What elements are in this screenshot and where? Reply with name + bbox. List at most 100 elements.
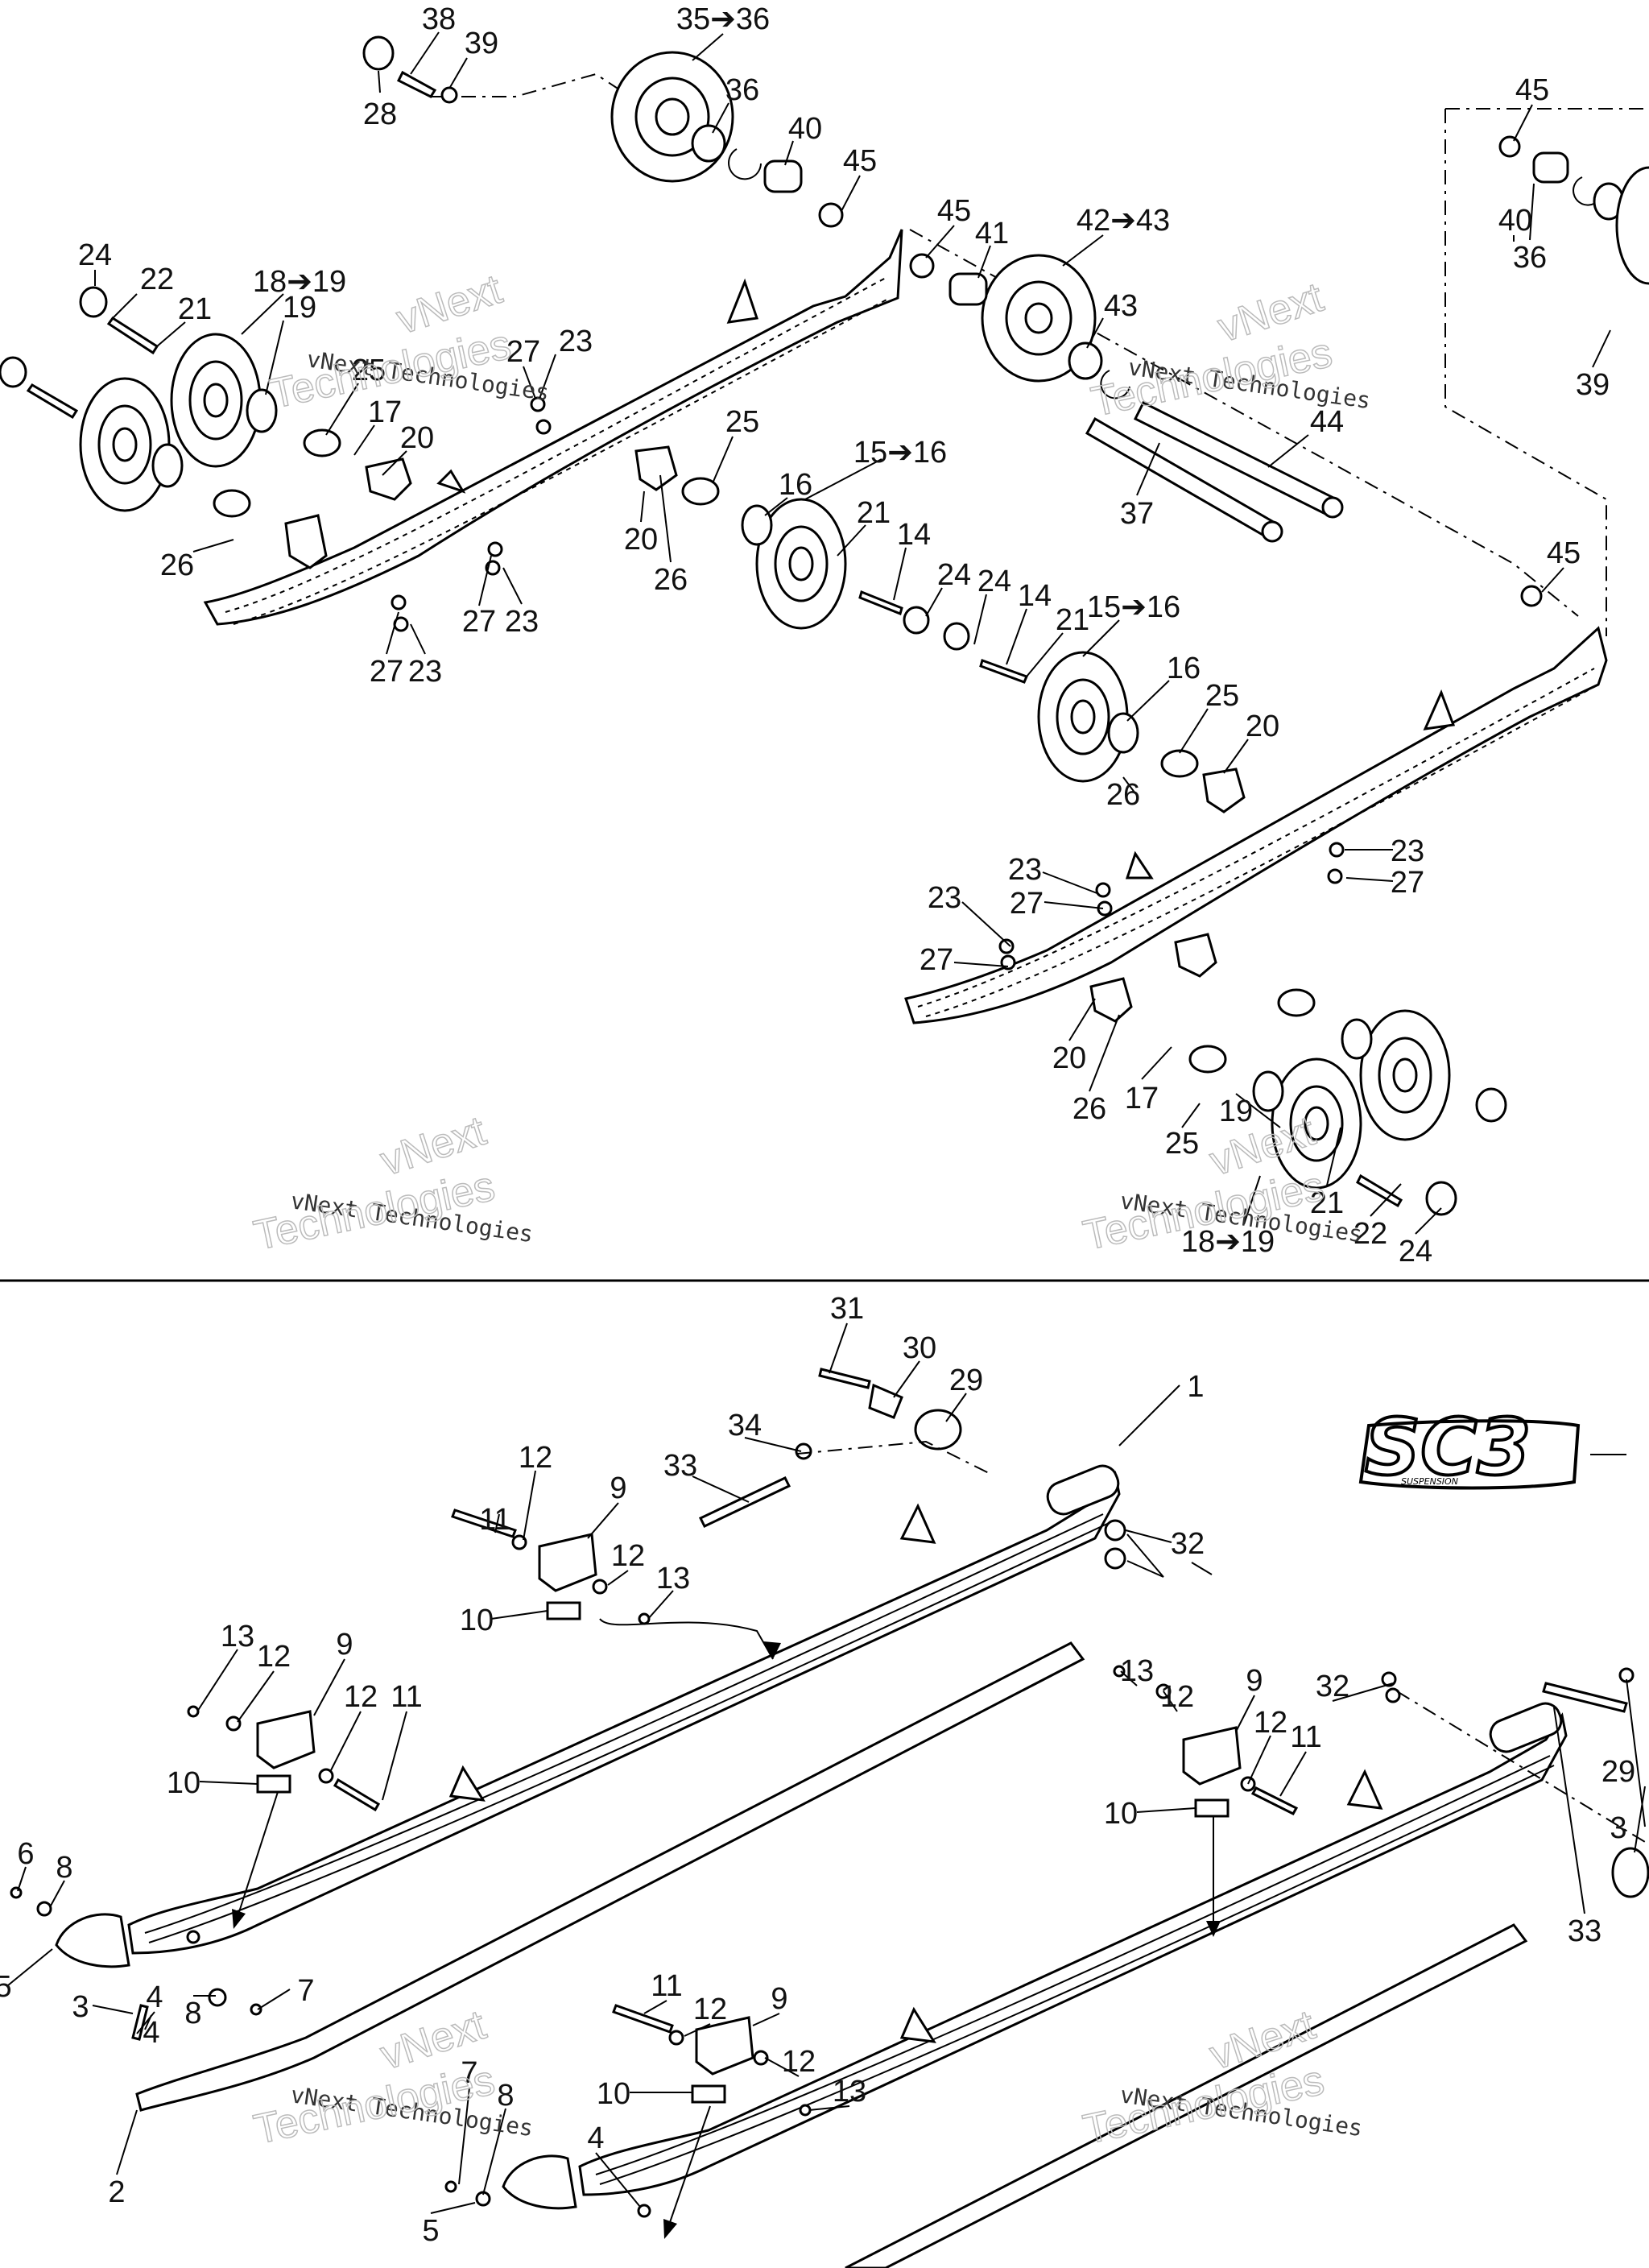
- leader-line: [1235, 1695, 1255, 1732]
- callout-label: 36: [1513, 241, 1547, 275]
- callout-label: 24: [937, 558, 971, 592]
- nut-34: [795, 1442, 812, 1460]
- leader-line: [523, 1470, 536, 1541]
- leader-line: [1592, 329, 1611, 368]
- leader-line: [837, 524, 866, 557]
- callout-label: 24: [78, 238, 112, 272]
- callout-label: 40: [1498, 204, 1532, 238]
- callout-label: 6: [17, 1837, 34, 1871]
- callout-label: 4: [143, 2016, 159, 2050]
- leader-line: [1235, 1093, 1281, 1128]
- leader-line: [494, 1513, 500, 1533]
- callout-label: 12: [1160, 1680, 1194, 1714]
- callout-label: 45: [843, 144, 877, 178]
- callout-label: 3: [72, 1990, 89, 2024]
- bolt-33b: [1542, 1682, 1628, 1713]
- leader-line: [1541, 567, 1564, 593]
- leader-line: [1044, 901, 1104, 909]
- leader-line: [1279, 1751, 1307, 1797]
- callout-label: 35➔36: [676, 2, 770, 36]
- leader-line: [764, 497, 788, 516]
- idler-wheel-42: [981, 254, 1097, 383]
- callout-label: 23: [1391, 834, 1424, 868]
- callout-label: 5: [0, 1970, 12, 2004]
- leader-line: [237, 1670, 275, 1723]
- leader-line: [1062, 234, 1104, 267]
- leader-line: [502, 567, 523, 605]
- leader-line: [945, 1393, 967, 1422]
- callout-label: 15➔16: [1087, 590, 1180, 624]
- callout-label: 39: [1576, 368, 1610, 402]
- leader-line: [893, 1360, 920, 1398]
- block-9c: [1182, 1726, 1242, 1786]
- callout-label: 9: [610, 1471, 626, 1505]
- bearing-43: [1068, 341, 1103, 380]
- callout-label: 38: [422, 2, 456, 36]
- callout-label: 14: [1018, 579, 1052, 613]
- callout-label: 26: [654, 563, 688, 597]
- sc3-logo: SC3 SUSPENSION: [1358, 1401, 1626, 1494]
- leader-line: [1415, 1207, 1442, 1235]
- callout-label: 32: [1171, 1527, 1205, 1561]
- leader-line: [1122, 776, 1136, 794]
- callout-label: 20: [1246, 710, 1279, 743]
- leader-line: [490, 1610, 548, 1620]
- leader-line: [1141, 1046, 1172, 1080]
- wheel-group-right: [1089, 933, 1507, 1216]
- callout-label: 23: [1008, 853, 1042, 887]
- callout-label: 7: [297, 1974, 314, 2008]
- leader-line: [382, 450, 407, 476]
- leader-line: [659, 474, 672, 563]
- callout-label: 13: [221, 1620, 254, 1653]
- callout-label: 9: [336, 1628, 353, 1662]
- callout-label: 39: [465, 27, 498, 60]
- block-9d: [695, 2016, 754, 2076]
- cap-29b: [1611, 1847, 1649, 1898]
- spacer-41: [948, 272, 988, 306]
- leader-line: [684, 2023, 711, 2037]
- leader-line: [1068, 998, 1096, 1041]
- callout-label: 28: [363, 97, 397, 131]
- callout-label: 25: [352, 354, 386, 387]
- callout-label: 25: [1165, 1127, 1199, 1161]
- leader-line: [1136, 1807, 1196, 1813]
- bolt-11d: [612, 2004, 674, 2034]
- bolt-11a: [451, 1509, 517, 1538]
- leader-line: [1553, 1707, 1585, 1914]
- block-9b: [256, 1710, 316, 1769]
- circlip-43: [1100, 370, 1130, 399]
- leader-line: [692, 33, 724, 61]
- leader-line: [1267, 434, 1309, 468]
- leader-line: [482, 2108, 506, 2196]
- leader-line: [1243, 1175, 1261, 1225]
- leader-line: [1332, 1682, 1394, 1702]
- leader-line: [448, 57, 468, 89]
- callout-label: 37: [1120, 497, 1154, 531]
- leader-line: [1529, 183, 1535, 241]
- callout-label: 12: [344, 1680, 378, 1714]
- callout-label: 22: [1354, 1217, 1387, 1251]
- callout-label: 2: [108, 2175, 125, 2209]
- callout-label: 17: [1125, 1082, 1159, 1115]
- leader-line: [7, 1948, 53, 1986]
- leader-line: [112, 293, 138, 319]
- bumper-5: [55, 1913, 130, 1968]
- callout-label: 27: [1010, 887, 1044, 921]
- callout-label: 26: [1106, 778, 1140, 812]
- callout-label: 21: [178, 292, 212, 326]
- nut-32d: [1385, 1687, 1401, 1703]
- leader-line: [17, 1866, 27, 1892]
- logo-subtext: SUSPENSION: [1401, 1476, 1458, 1487]
- bolt-31: [818, 1368, 871, 1389]
- leader-line: [199, 1781, 258, 1785]
- leader-line: [1247, 1735, 1271, 1785]
- leader-line: [841, 175, 861, 212]
- callout-label: 5: [422, 2214, 439, 2248]
- leader-line: [1118, 1384, 1180, 1446]
- leader-line: [1126, 680, 1170, 722]
- leader-line: [977, 245, 991, 279]
- callout-label: 9: [1246, 1664, 1263, 1698]
- callout-label: 31: [830, 1292, 864, 1326]
